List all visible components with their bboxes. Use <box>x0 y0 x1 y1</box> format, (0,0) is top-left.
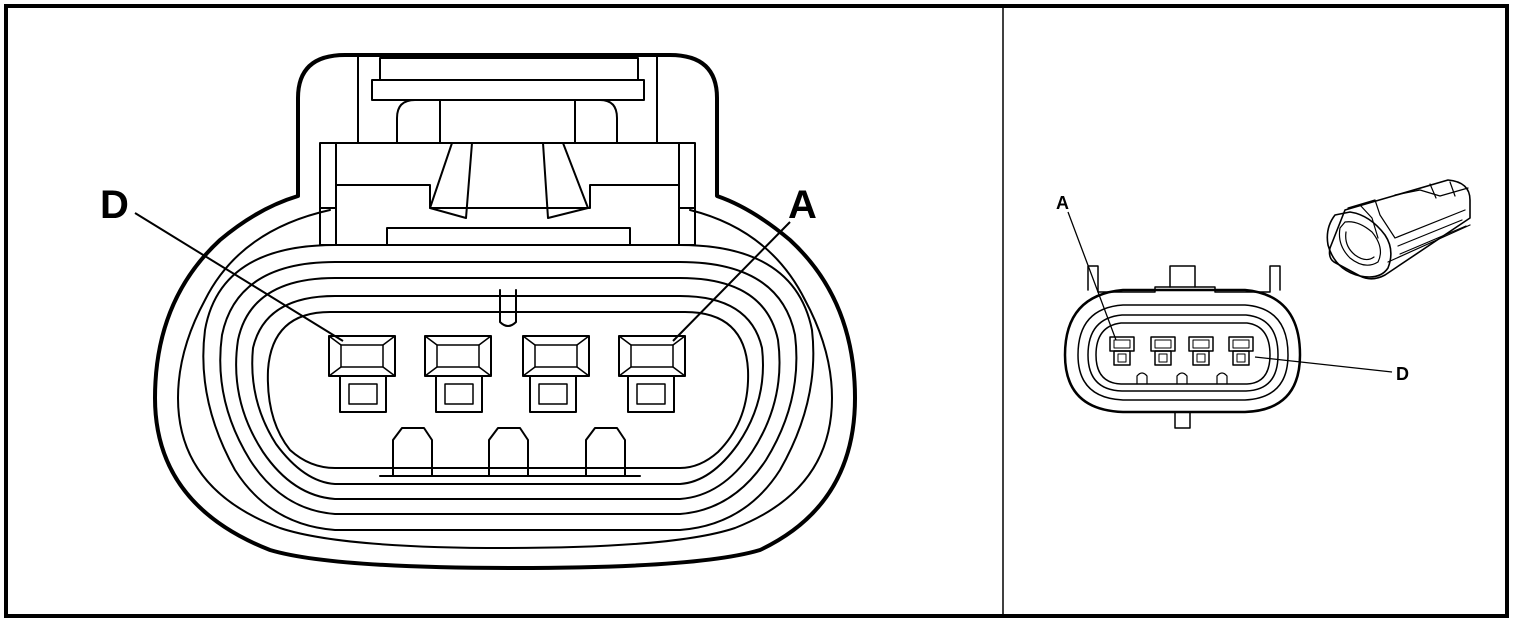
pin-label-d-main: D <box>100 183 129 227</box>
leader-line-a <box>672 221 791 342</box>
terminal-cavity-d <box>328 335 396 413</box>
terminal-cavity-a <box>618 335 686 413</box>
connector-isometric-thumbnail <box>1326 179 1471 280</box>
terminal-cavity-b <box>522 335 590 413</box>
leader-line-a-small <box>1067 211 1117 341</box>
pin-label-d-small: D <box>1396 364 1409 384</box>
leader-line-d-small <box>1254 356 1393 373</box>
pin-label-a-main: A <box>788 183 817 227</box>
terminal-cavity-c <box>424 335 492 413</box>
small-terminal-d <box>1228 336 1254 366</box>
pin-label-a-small: A <box>1056 193 1069 213</box>
small-terminal-a <box>1109 336 1135 366</box>
small-terminal-b <box>1150 336 1176 366</box>
diagram-frame <box>4 4 1509 618</box>
small-connector-face: A D <box>1056 193 1409 429</box>
main-connector-face: D A <box>100 53 857 570</box>
small-terminal-c <box>1188 336 1214 366</box>
leader-line-d <box>134 212 344 342</box>
